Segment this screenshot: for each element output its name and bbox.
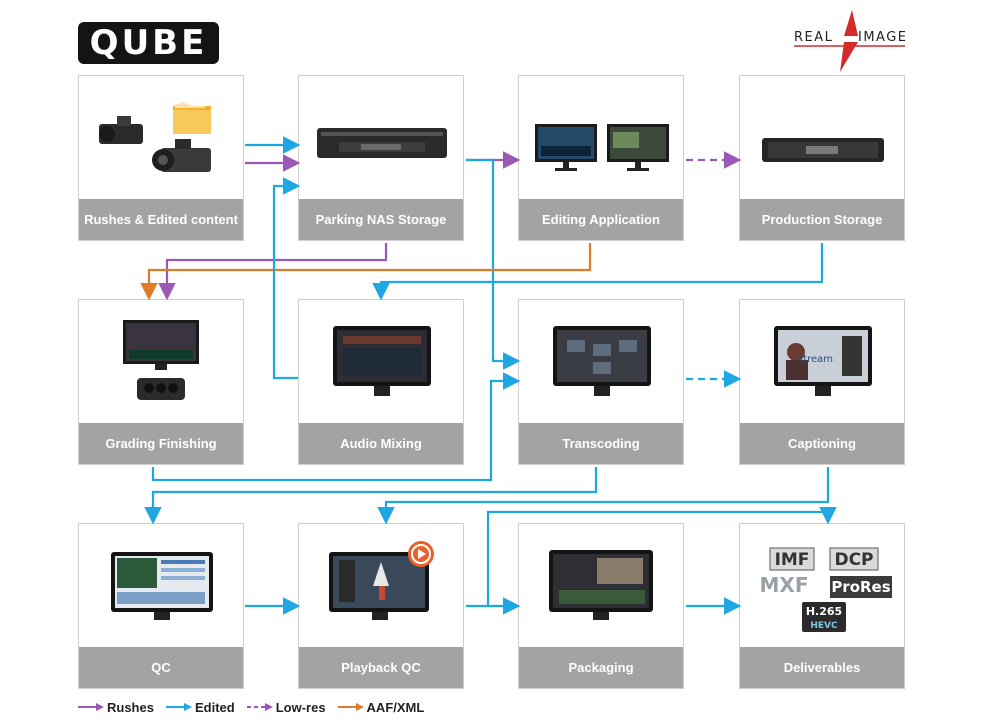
format-mxf: MXF [760, 573, 809, 597]
real-image-logo-left: REAL [794, 30, 834, 45]
connector-nas-transcoding [466, 158, 521, 370]
node-label: Packaging [519, 647, 683, 688]
editing-monitors-icon [519, 76, 683, 200]
node-playback: Playback QC [298, 523, 464, 689]
connector-grading-transcoding [151, 372, 521, 482]
grading-console-icon [79, 300, 243, 424]
playback-monitor-icon [299, 524, 463, 648]
node-packaging: Packaging [518, 523, 684, 689]
node-transcoding: Transcoding [518, 299, 684, 465]
real-image-triangle-icon [794, 10, 905, 72]
deliverables-formats: IMF DCP MXF ProRes H.265 HEVC [740, 524, 904, 648]
legend-label: Rushes [107, 699, 154, 715]
cameras-folder-icon [79, 76, 243, 200]
node-label: Editing Application [519, 199, 683, 240]
connector-playback-deliverables [486, 506, 837, 606]
node-label: QC [79, 647, 243, 688]
node-production: Production Storage [739, 75, 905, 241]
connector-transcoding-qc [144, 467, 598, 525]
real-image-logo-right: IMAGE [858, 30, 908, 45]
legend: Rushes Edited Low-res AAF/XML [78, 698, 424, 716]
qc-monitor-icon [79, 524, 243, 648]
production-server-icon [740, 76, 904, 200]
node-rushes: Rushes & Edited content [78, 75, 244, 241]
node-label: Captioning [740, 423, 904, 464]
format-h265: H.265 [806, 605, 842, 618]
connector-editing-grading [140, 243, 592, 301]
packaging-monitor-icon [519, 524, 683, 648]
qube-logo-text: QUBE [89, 23, 208, 63]
node-label: Audio Mixing [299, 423, 463, 464]
captioning-screen-text: stream [798, 354, 833, 365]
legend-edited-arrow-icon [165, 703, 192, 711]
legend-lowres-arrow-icon [246, 703, 273, 711]
connector-production-audio [372, 243, 824, 301]
audio-monitor-icon [299, 300, 463, 424]
legend-aaf-arrow-icon [337, 703, 364, 711]
node-label: Deliverables [740, 647, 904, 688]
node-audio: Audio Mixing [298, 299, 464, 465]
node-qc: QC [78, 523, 244, 689]
legend-item-edited: Edited [165, 699, 235, 715]
captioning-monitor-icon: stream [740, 300, 904, 424]
node-nas: Parking NAS Storage [298, 75, 464, 241]
real-image-logo: REAL IMAGE [792, 8, 907, 74]
qube-logo: QUBE [78, 22, 219, 64]
connector-audio-nas [272, 177, 301, 380]
node-label: Transcoding [519, 423, 683, 464]
format-prores: ProRes [831, 578, 890, 596]
node-captioning: stream Captioning [739, 299, 905, 465]
node-label: Grading Finishing [79, 423, 243, 464]
legend-item-aaf: AAF/XML [337, 699, 425, 715]
node-label: Production Storage [740, 199, 904, 240]
legend-label: Edited [194, 699, 235, 715]
node-deliverables: IMF DCP MXF ProRes H.265 HEVC Deliverabl… [739, 523, 905, 689]
node-editing: Editing Application [518, 75, 684, 241]
format-imf: IMF [775, 550, 810, 570]
legend-label: Low-res [275, 699, 326, 715]
legend-item-rushes: Rushes [78, 700, 154, 715]
node-label: Parking NAS Storage [299, 199, 463, 240]
nas-server-icon [299, 76, 463, 200]
legend-item-lowres: Low-res [246, 699, 326, 715]
legend-label: AAF/XML [366, 699, 425, 715]
format-hevc: HEVC [810, 621, 838, 631]
format-dcp: DCP [834, 550, 873, 570]
connector-captioning-playback [377, 467, 830, 525]
connector-nas-grading [158, 243, 388, 301]
transcoding-monitor-icon [519, 300, 683, 424]
node-label: Playback QC [299, 647, 463, 688]
node-label: Rushes & Edited content [79, 199, 243, 240]
legend-rushes-arrow-icon [78, 703, 104, 711]
